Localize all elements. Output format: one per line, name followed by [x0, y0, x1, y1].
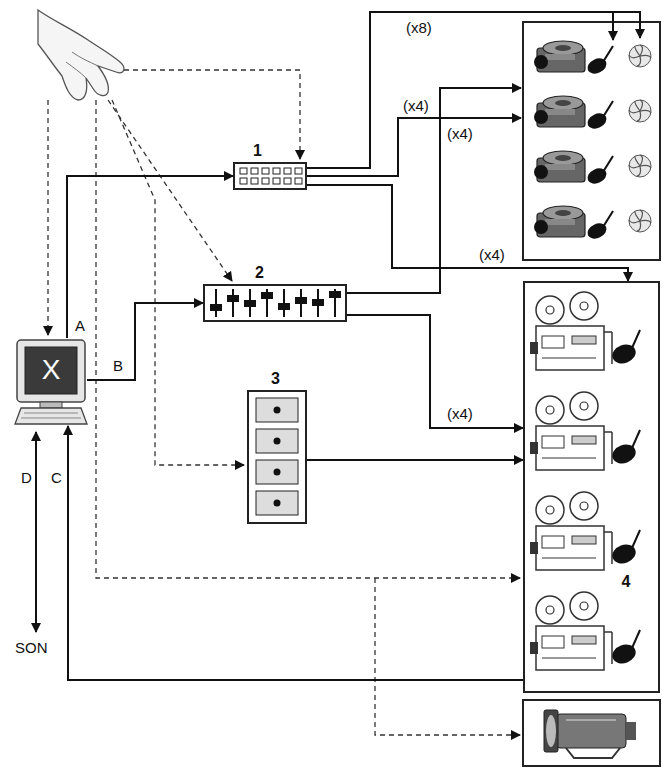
edge-label: B	[112, 358, 124, 374]
node-label: 2	[203, 262, 347, 284]
film-projector-group: 4	[523, 281, 660, 693]
connector	[307, 459, 523, 461]
signal-label: (x4)	[402, 98, 430, 114]
slide-projector-frame	[523, 22, 660, 260]
slide-projector	[534, 206, 651, 242]
connector	[67, 176, 233, 338]
device-outline	[233, 162, 307, 190]
connector	[307, 185, 628, 281]
node-label: 1	[233, 140, 307, 162]
edge-label: (x4)	[446, 406, 474, 422]
signal-label: D	[20, 470, 33, 486]
fader-panel	[211, 289, 340, 317]
node-label: 4	[619, 573, 633, 591]
connector	[347, 315, 523, 428]
signal-label: (x4)	[446, 126, 474, 142]
signal-label: SON	[14, 640, 49, 656]
computer: X	[15, 338, 87, 426]
edge-label: (x4)	[478, 247, 506, 263]
node-label: X	[25, 347, 77, 393]
slide-projector	[534, 41, 651, 77]
connector	[68, 426, 523, 680]
switch-panel	[240, 168, 302, 184]
slide-projector	[534, 151, 651, 187]
device-outline	[203, 284, 347, 322]
connector	[87, 303, 203, 380]
device-outline	[247, 390, 307, 524]
hand-illustration	[38, 10, 124, 100]
slide-projector	[534, 96, 651, 132]
button-panel	[256, 398, 298, 515]
node-label: 3	[247, 368, 307, 390]
signal-wire	[36, 12, 640, 632]
spotlight	[544, 710, 636, 758]
button-box: 3	[247, 368, 307, 524]
edge-label: A	[74, 318, 86, 334]
computer-illustration	[15, 340, 87, 424]
manual-control-line	[48, 70, 520, 735]
signal-label: (x8)	[405, 20, 433, 36]
switch-box: 1	[233, 140, 307, 190]
spotlight-frame	[523, 700, 660, 766]
film-projector	[530, 392, 640, 470]
film-projector	[530, 592, 640, 670]
fader-box: 2	[203, 262, 347, 322]
film-projector	[530, 292, 640, 370]
film-projector	[530, 492, 640, 570]
edge-label: C	[50, 470, 63, 486]
